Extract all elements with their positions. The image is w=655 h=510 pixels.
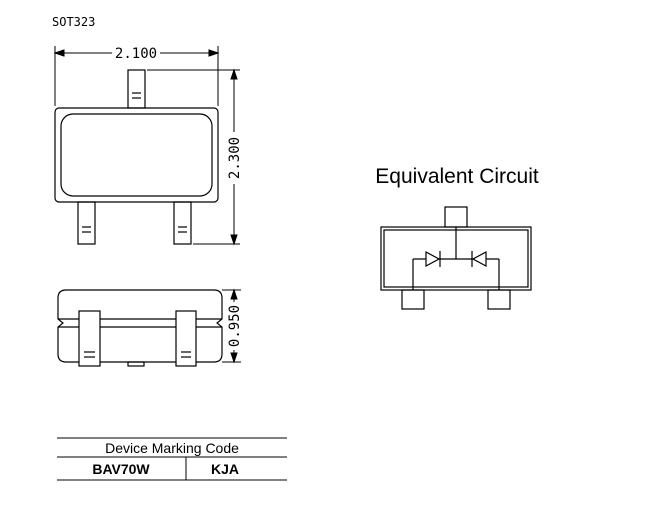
circuit-title: Equivalent Circuit bbox=[375, 165, 539, 188]
side-center-lead bbox=[127, 361, 145, 367]
circuit-bottom-right-pin bbox=[487, 289, 511, 310]
bottom-right-lead bbox=[173, 201, 192, 245]
package-body-outer bbox=[54, 107, 219, 203]
side-view bbox=[57, 289, 223, 367]
package-body-inner bbox=[60, 113, 213, 197]
right-diode-icon bbox=[471, 250, 487, 268]
left-diode-icon bbox=[425, 250, 441, 268]
width-label: 2.100 bbox=[115, 46, 157, 62]
top-lead bbox=[127, 69, 146, 109]
side-body bbox=[57, 289, 223, 363]
side-right-lead bbox=[175, 310, 197, 367]
bottom-left-lead bbox=[77, 201, 96, 245]
side-left-lead bbox=[78, 310, 101, 367]
thickness-label: 0.950 bbox=[227, 305, 243, 347]
width-dimension bbox=[53, 46, 220, 106]
equivalent-circuit bbox=[380, 206, 532, 310]
circuit-top-pin bbox=[444, 206, 468, 228]
marking-table bbox=[57, 437, 287, 481]
marking-code: KJA bbox=[211, 461, 239, 477]
height-dimension bbox=[147, 68, 240, 246]
package-label: SOT323 bbox=[52, 15, 95, 29]
marking-part-number: BAV70W bbox=[92, 461, 150, 477]
circuit-bottom-left-pin bbox=[401, 289, 425, 310]
height-label: 2.300 bbox=[227, 137, 243, 179]
marking-table-header: Device Marking Code bbox=[105, 440, 239, 456]
top-view bbox=[54, 69, 219, 245]
thickness-dimension bbox=[222, 288, 241, 364]
